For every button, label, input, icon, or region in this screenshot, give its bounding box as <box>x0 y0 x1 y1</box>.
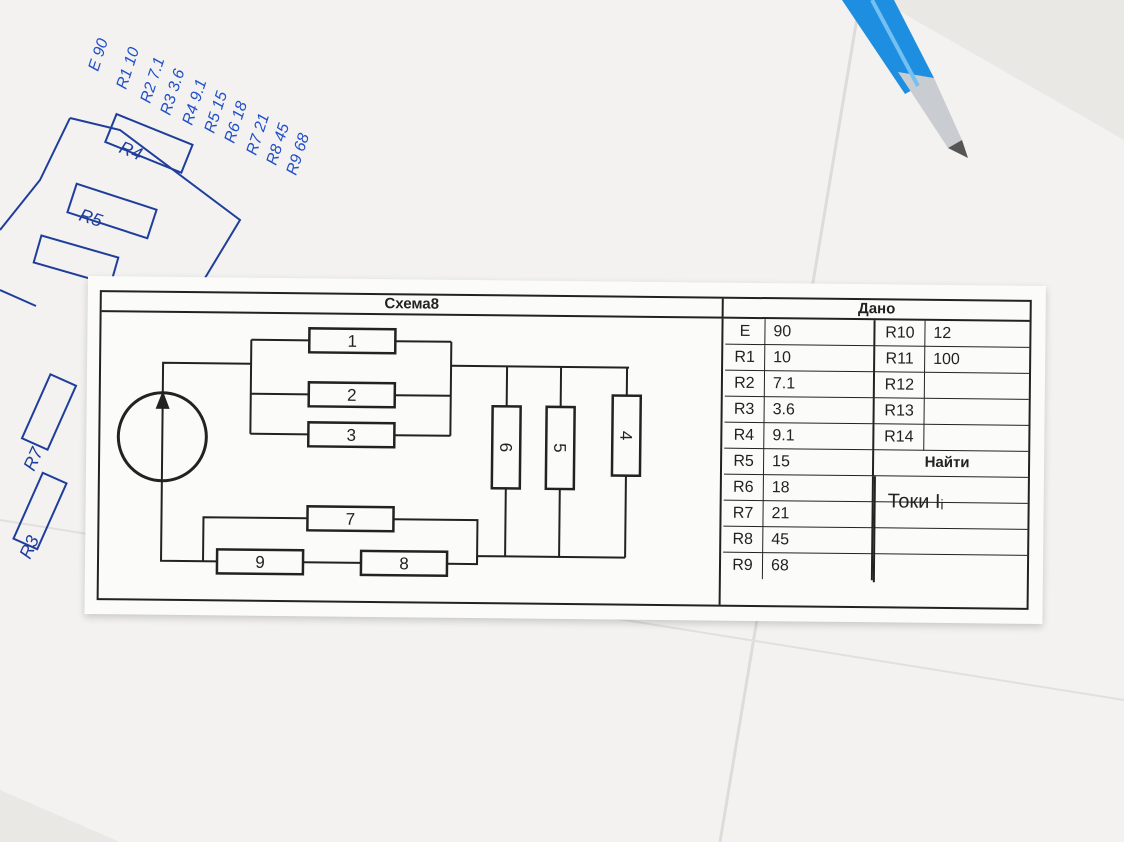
given-param-value: 7.1 <box>764 371 876 399</box>
find-text: Токи Iᵢ <box>887 490 944 513</box>
label-resistor-9: 9 <box>255 553 265 572</box>
source-arrow-icon <box>155 390 170 409</box>
given-param-name: R9 <box>722 552 764 580</box>
given-param-value: 90 <box>765 319 876 347</box>
given-param-name: R1 <box>725 344 766 372</box>
label-resistor-5: 5 <box>550 443 569 453</box>
given-param-value: 12 <box>933 324 952 343</box>
resistor-1 <box>307 327 397 355</box>
find-title: Найти <box>924 453 970 472</box>
given-param-name: E <box>725 318 766 346</box>
label-resistor-8: 8 <box>399 554 409 573</box>
given-param-value: 3.6 <box>764 397 875 425</box>
given-param-name: R6 <box>723 474 764 502</box>
given-param-name: R14 <box>874 424 925 451</box>
label-resistor-4: 4 <box>616 431 635 441</box>
given-param-value <box>924 399 1020 426</box>
handwritten-circuit <box>0 112 242 551</box>
given-param-value: 9.1 <box>764 423 875 451</box>
pen <box>842 0 968 158</box>
given-param-name: R3 <box>724 396 765 424</box>
circuit-diagram: 1 2 3 6 5 4 7 9 8 <box>116 327 643 578</box>
task-frame: Схема8 <box>96 290 1032 610</box>
given-param-name: R7 <box>723 500 764 528</box>
given-param-value: 10 <box>765 345 876 373</box>
circuit-area: 1 2 3 6 5 4 7 9 8 <box>98 312 724 605</box>
given-param-name: R2 <box>724 370 766 398</box>
label-resistor-6: 6 <box>496 443 515 453</box>
label-resistor-2: 2 <box>347 386 357 405</box>
resistor-bodies <box>215 327 643 578</box>
resistor-8 <box>359 549 449 578</box>
given-param-name: R13 <box>874 398 925 425</box>
task-card: Схема8 <box>84 276 1046 625</box>
resistor-9 <box>215 548 305 576</box>
given-param-name: R4 <box>724 422 765 450</box>
given-param-name: R8 <box>723 526 764 554</box>
label-resistor-7: 7 <box>346 510 356 529</box>
given-param-value: 45 <box>763 527 874 555</box>
resistor-5 <box>544 405 576 491</box>
given-param-name: R10 <box>875 320 926 347</box>
given-param-value <box>925 373 1021 400</box>
given-param-value: 68 <box>762 553 874 581</box>
given-param-value: 21 <box>763 501 874 529</box>
given-param-name: R5 <box>723 448 765 476</box>
resistor-labels: 1 2 3 6 5 4 7 9 8 <box>255 332 635 574</box>
given-param-value: 100 <box>933 350 960 369</box>
given-param-name: R12 <box>874 372 926 399</box>
given-param-name: R11 <box>875 346 926 373</box>
resistor-4 <box>610 394 643 478</box>
given-param-value: 18 <box>763 475 874 503</box>
resistor-7 <box>306 505 395 533</box>
given-param-value: 15 <box>763 449 875 477</box>
given-param-value <box>924 425 1020 452</box>
label-resistor-3: 3 <box>347 426 357 445</box>
resistor-3 <box>306 421 396 449</box>
resistor-2 <box>307 381 397 409</box>
resistor-6 <box>490 404 522 490</box>
label-resistor-1: 1 <box>347 332 357 351</box>
